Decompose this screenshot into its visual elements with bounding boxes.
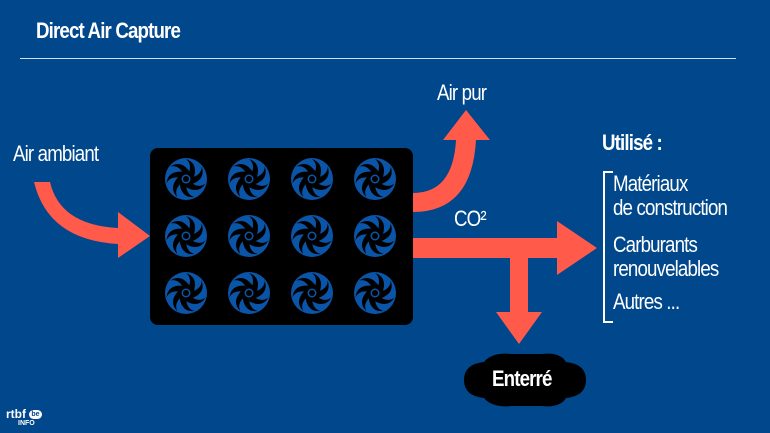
use-item-materials: Matériaux de construction [613, 171, 728, 220]
co2-label: CO² [454, 206, 487, 231]
fan-icon [290, 271, 334, 315]
fan-icon [227, 157, 271, 201]
fan-icon [353, 214, 397, 258]
fan-icon [353, 271, 397, 315]
fan-icon [353, 157, 397, 201]
fan-icon [227, 214, 271, 258]
input-label: Air ambiant [13, 141, 99, 166]
title-divider [20, 58, 736, 59]
stored-arrow [496, 258, 542, 344]
storage-cloud [464, 353, 586, 407]
fan-icon [164, 157, 208, 201]
fan-icon [290, 214, 334, 258]
uses-bracket [603, 171, 613, 323]
fan-icon [227, 271, 271, 315]
use-item-other: Autres ... [613, 289, 680, 314]
page-title: Direct Air Capture [36, 18, 181, 43]
use-item-fuels: Carburants renouvelables [613, 232, 719, 281]
input-arrow [34, 182, 150, 258]
fan-icon [164, 271, 208, 315]
clean-air-arrow [413, 110, 490, 212]
uses-heading: Utilisé : [602, 130, 663, 155]
co2-arrow [413, 221, 597, 275]
fan-icon [164, 214, 208, 258]
stored-label: Enterré [492, 366, 552, 391]
fan-icon [290, 157, 334, 201]
clean-air-label: Air pur [437, 80, 487, 105]
rtbf-logo: rtbf be INFO [6, 407, 42, 427]
